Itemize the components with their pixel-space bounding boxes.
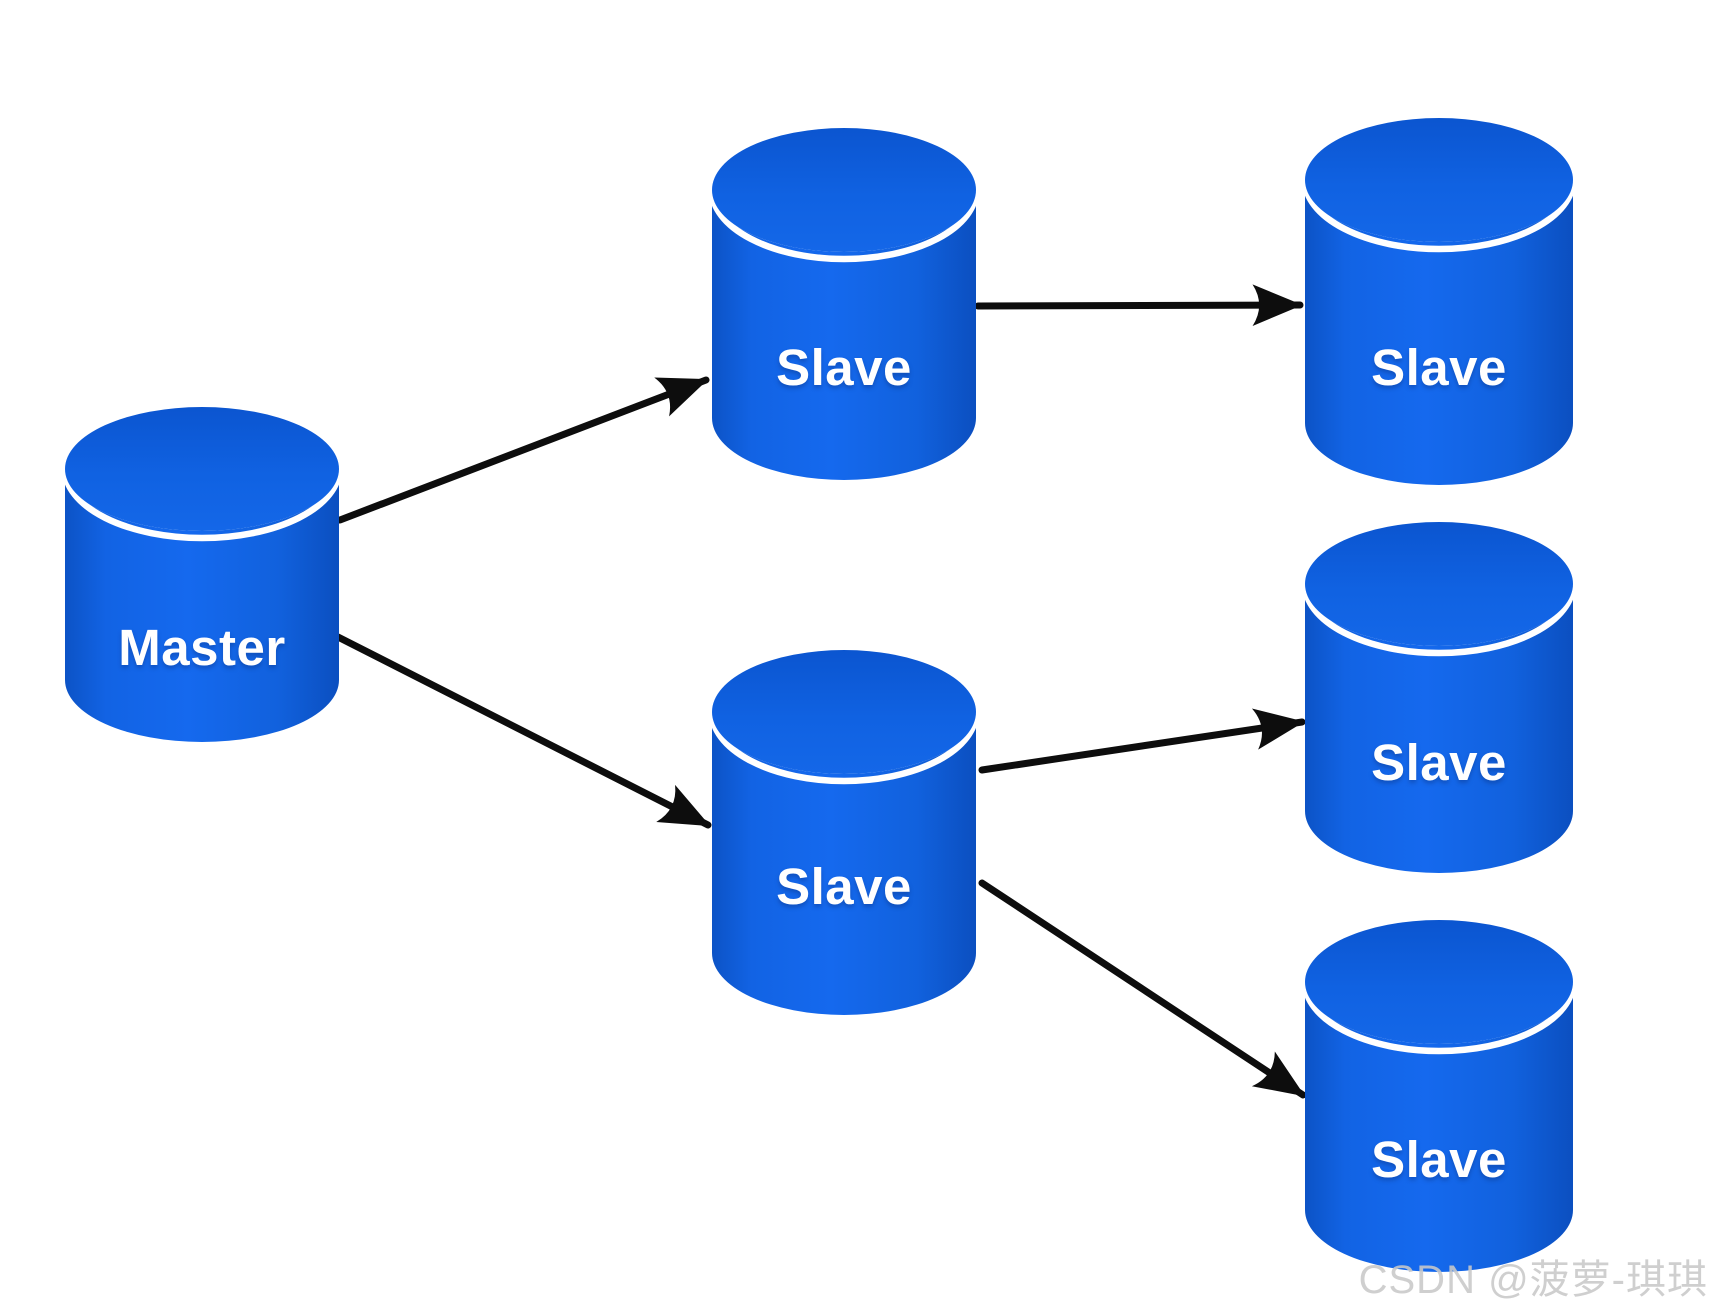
- node-label-slave: Slave: [1371, 339, 1507, 396]
- database-cylinder-rim: [708, 186, 980, 263]
- database-cylinder-rim: [1301, 580, 1577, 657]
- edges: [334, 284, 1307, 1099]
- database-cylinder-top: [65, 407, 339, 531]
- node-slave-bottom-middle: Slave: [708, 650, 980, 1015]
- database-cylinder-rim: [708, 708, 980, 785]
- node-slave-bottom-right: Slave: [1301, 920, 1577, 1272]
- arrow-master-to-slave-bottom-middle: [334, 633, 712, 829]
- database-cylinder-rim: [61, 465, 343, 542]
- node-slave-top-middle: Slave: [708, 128, 980, 480]
- database-cylinder-top: [1305, 920, 1573, 1044]
- arrow-slave-bottom-middle-to-slave-bottom-right: [978, 879, 1307, 1099]
- node-master: Master: [61, 407, 343, 742]
- node-label-slave: Slave: [776, 858, 912, 915]
- database-cylinder-top: [712, 128, 976, 252]
- database-cylinder-body: [1305, 584, 1573, 873]
- node-slave-middle-right: Slave: [1301, 522, 1577, 873]
- arrow-slave-top-middle-to-slave-top-right: [974, 284, 1304, 326]
- node-label-slave: Slave: [1371, 1131, 1507, 1188]
- database-cylinder-body: [712, 190, 976, 480]
- arrow-slave-bottom-middle-to-slave-middle-right: [978, 708, 1306, 774]
- node-slave-top-right: Slave: [1301, 118, 1577, 485]
- arrow-master-to-slave-top-middle: [336, 376, 710, 524]
- node-label-slave: Slave: [1371, 734, 1507, 791]
- database-cylinder-rim: [1301, 176, 1577, 253]
- database-cylinder-rim: [1301, 978, 1577, 1055]
- node-label-master: Master: [118, 619, 285, 676]
- database-cylinder-top: [712, 650, 976, 774]
- database-cylinder-body: [1305, 180, 1573, 485]
- database-cylinder-body: [712, 712, 976, 1015]
- database-cylinder-body: [1305, 982, 1573, 1272]
- database-cylinder-top: [1305, 118, 1573, 242]
- database-cylinder-top: [1305, 522, 1573, 646]
- watermark: CSDN @菠萝-琪琪: [1359, 1258, 1708, 1302]
- database-cylinder-body: [65, 469, 339, 742]
- node-label-slave: Slave: [776, 339, 912, 396]
